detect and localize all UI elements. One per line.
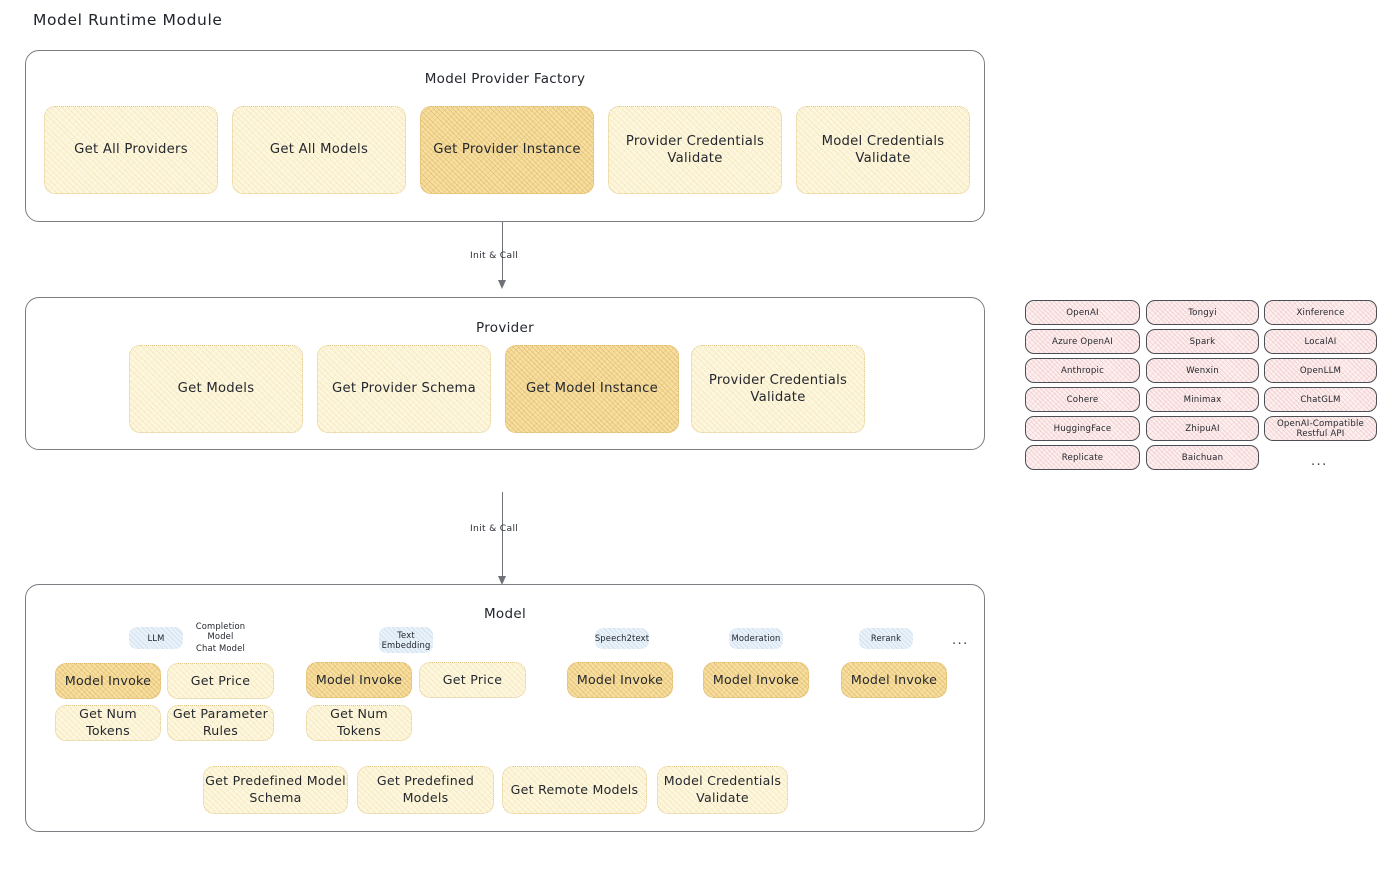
moderation-action-model-invoke[interactable]: Model Invoke <box>703 662 809 698</box>
provider-pill-openllm[interactable]: OpenLLM <box>1264 358 1377 383</box>
model-provider-factory-title: Model Provider Factory <box>424 71 586 87</box>
page-title: Model Runtime Module <box>33 11 223 29</box>
model-action-get-predefined-model-schema[interactable]: Get Predefined Model Schema <box>203 766 348 814</box>
provider-pill-baichuan[interactable]: Baichuan <box>1146 445 1259 470</box>
provider-pill-wenxin[interactable]: Wenxin <box>1146 358 1259 383</box>
connector-line <box>502 492 504 576</box>
llm-action-get-parameter-rules[interactable]: Get Parameter Rules <box>167 705 274 741</box>
factory-action-provider-credentials-validate[interactable]: Provider Credentials Validate <box>608 106 782 194</box>
provider-pill-tongyi[interactable]: Tongyi <box>1146 300 1259 325</box>
factory-action-get-all-providers[interactable]: Get All Providers <box>44 106 218 194</box>
rerank-action-model-invoke[interactable]: Model Invoke <box>841 662 947 698</box>
provider-pill-azure-openai[interactable]: Azure OpenAI <box>1025 329 1140 354</box>
text-embedding-action-model-invoke[interactable]: Model Invoke <box>306 662 412 698</box>
model-action-model-credentials-validate[interactable]: Model Credentials Validate <box>657 766 788 814</box>
model-type-badge-text-embedding[interactable]: Text Embedding <box>379 627 433 653</box>
model-type-badge-rerank[interactable]: Rerank <box>859 628 913 649</box>
provider-action-get-models[interactable]: Get Models <box>129 345 303 433</box>
connector-label: Init & Call <box>470 523 519 534</box>
provider-pill-zhipuai[interactable]: ZhipuAI <box>1146 416 1259 441</box>
arrowhead-icon <box>497 280 506 289</box>
arrowhead-icon <box>497 576 506 585</box>
provider-pill-xinference[interactable]: Xinference <box>1264 300 1377 325</box>
provider-pill-localai[interactable]: LocalAI <box>1264 329 1377 354</box>
model-title: Model <box>483 606 527 622</box>
model-type-badge-moderation[interactable]: Moderation <box>729 628 783 649</box>
llm-action-get-num-tokens[interactable]: Get Num Tokens <box>55 705 161 741</box>
provider-action-get-provider-schema[interactable]: Get Provider Schema <box>317 345 491 433</box>
llm-action-model-invoke[interactable]: Model Invoke <box>55 663 161 699</box>
provider-pill-replicate[interactable]: Replicate <box>1025 445 1140 470</box>
model-action-get-remote-models[interactable]: Get Remote Models <box>502 766 647 814</box>
model-type-sub-badge-chat-model[interactable]: Chat Model <box>185 640 256 656</box>
provider-pill-anthropic[interactable]: Anthropic <box>1025 358 1140 383</box>
provider-pill-cohere[interactable]: Cohere <box>1025 387 1140 412</box>
text-embedding-action-get-price[interactable]: Get Price <box>419 662 526 698</box>
speech2text-action-model-invoke[interactable]: Model Invoke <box>567 662 673 698</box>
factory-action-get-all-models[interactable]: Get All Models <box>232 106 406 194</box>
provider-action-get-model-instance[interactable]: Get Model Instance <box>505 345 679 433</box>
factory-action-get-provider-instance[interactable]: Get Provider Instance <box>420 106 594 194</box>
connector-line <box>502 222 504 280</box>
text-embedding-action-get-num-tokens[interactable]: Get Num Tokens <box>306 705 412 741</box>
provider-pill-openai-compatible-restful-api[interactable]: OpenAI-Compatible Restful API <box>1264 416 1377 441</box>
provider-list-more-ellipsis: ... <box>1311 454 1328 469</box>
provider-action-provider-credentials-validate[interactable]: Provider Credentials Validate <box>691 345 865 433</box>
model-type-sub-badge-completion-model[interactable]: Completion Model <box>185 621 256 641</box>
provider-pill-chatglm[interactable]: ChatGLM <box>1264 387 1377 412</box>
provider-pill-openai[interactable]: OpenAI <box>1025 300 1140 325</box>
connector-label: Init & Call <box>470 250 519 261</box>
model-types-more-ellipsis: ... <box>952 633 969 648</box>
provider-pill-spark[interactable]: Spark <box>1146 329 1259 354</box>
factory-action-model-credentials-validate[interactable]: Model Credentials Validate <box>796 106 970 194</box>
model-type-badge-speech2text[interactable]: Speech2text <box>595 628 649 649</box>
provider-pill-huggingface[interactable]: HuggingFace <box>1025 416 1140 441</box>
model-action-get-predefined-models[interactable]: Get Predefined Models <box>357 766 494 814</box>
model-type-badge-llm[interactable]: LLM <box>129 627 183 649</box>
llm-action-get-price[interactable]: Get Price <box>167 663 274 699</box>
provider-pill-minimax[interactable]: Minimax <box>1146 387 1259 412</box>
provider-title: Provider <box>476 320 534 336</box>
